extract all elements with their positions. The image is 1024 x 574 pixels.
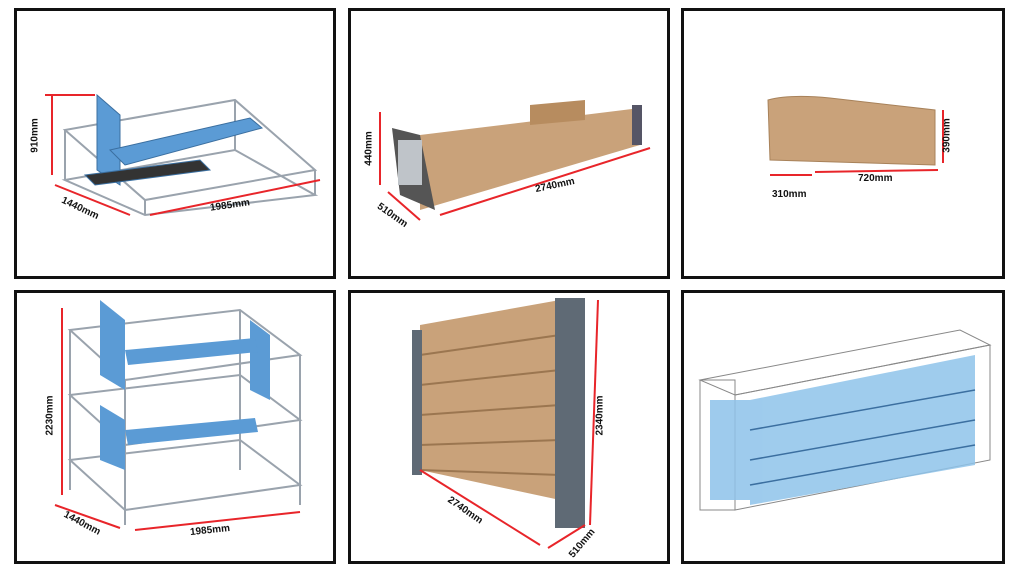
dim-height-5: 2340mm	[594, 395, 606, 436]
container-cargo	[710, 355, 975, 505]
dim-height-1: 910mm	[29, 118, 41, 153]
dimension-lines-3	[770, 110, 944, 176]
lift-single	[83, 93, 264, 186]
dim-width-3: 310mm	[772, 189, 807, 200]
columns-stacked-illustration	[412, 298, 585, 528]
dimension-lines-4	[54, 308, 301, 531]
dimension-lines-2	[379, 112, 651, 221]
packed-column-illustration	[392, 100, 642, 210]
dim-height-3: 390mm	[941, 118, 953, 153]
dim-height-4: 2230mm	[44, 395, 56, 436]
dimension-lines-5	[419, 299, 599, 549]
dim-height-2: 440mm	[363, 131, 375, 166]
container-shelves	[749, 389, 976, 486]
dimension-lines-1	[45, 94, 321, 216]
carton-illustration	[767, 95, 936, 166]
lifts-stacked	[100, 300, 270, 470]
dim-length-3: 720mm	[858, 173, 893, 184]
